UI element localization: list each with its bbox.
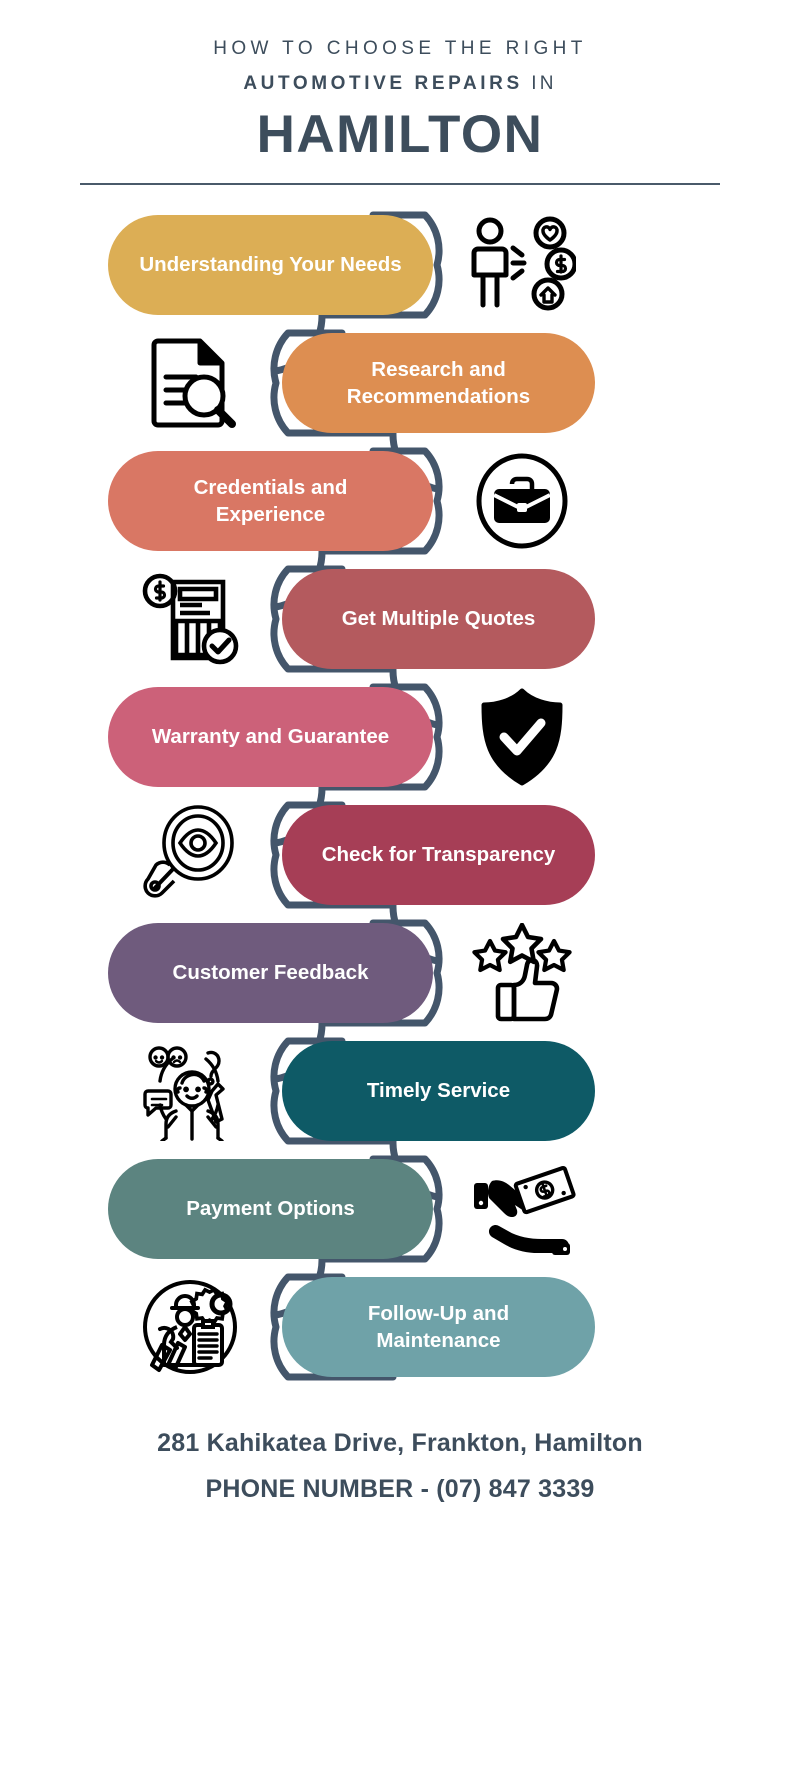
step-row: Follow-Up and Maintenance	[0, 1277, 800, 1377]
hand-money-icon	[462, 1159, 582, 1259]
price-list-check-icon	[132, 569, 252, 669]
header-kicker-line1: HOW TO CHOOSE THE RIGHT	[213, 38, 587, 59]
steps-flow: Understanding Your Needs Research and Re…	[0, 209, 800, 1399]
step-row: Customer Feedback	[0, 923, 800, 1023]
step-label: Follow-Up and Maintenance	[367, 1301, 510, 1352]
step-pill-7[interactable]: Customer Feedback	[108, 923, 433, 1023]
support-agent-icon	[132, 1041, 252, 1141]
step-pill-6[interactable]: Check for Transparency	[282, 805, 595, 905]
mechanic-checklist-icon	[132, 1277, 252, 1377]
step-label: Research and Recommendations	[346, 357, 531, 408]
step-label: Payment Options	[186, 1197, 355, 1221]
header-divider	[80, 183, 720, 185]
step-row: Get Multiple Quotes	[0, 569, 800, 669]
header: HOW TO CHOOSE THE RIGHT AUTOMOTIVE REPAI…	[0, 0, 800, 185]
header-kicker-bold: AUTOMOTIVE REPAIRS	[243, 73, 523, 94]
step-label: Get Multiple Quotes	[341, 607, 536, 631]
step-pill-3[interactable]: Credentials and Experience	[108, 451, 433, 551]
step-pill-2[interactable]: Research and Recommendations	[282, 333, 595, 433]
footer-address: 281 Kahikatea Drive, Frankton, Hamilton	[157, 1429, 643, 1457]
step-pill-5[interactable]: Warranty and Guarantee	[108, 687, 433, 787]
step-label: Understanding Your Needs	[139, 253, 402, 277]
step-row: Timely Service	[0, 1041, 800, 1141]
footer: 281 Kahikatea Drive, Frankton, Hamilton …	[0, 1429, 800, 1504]
step-row: Understanding Your Needs	[0, 215, 800, 315]
step-row: Warranty and Guarantee	[0, 687, 800, 787]
step-label: Warranty and Guarantee	[151, 725, 390, 749]
page-title: HAMILTON	[256, 105, 544, 164]
step-pill-10[interactable]: Follow-Up and Maintenance	[282, 1277, 595, 1377]
header-kicker-rest: IN	[522, 73, 557, 94]
footer-phone: PHONE NUMBER - (07) 847 3339	[205, 1475, 595, 1503]
briefcase-circle-icon	[462, 451, 582, 551]
step-pill-8[interactable]: Timely Service	[282, 1041, 595, 1141]
step-label: Credentials and Experience	[193, 475, 348, 526]
step-label: Check for Transparency	[321, 843, 556, 867]
header-kicker-line2: AUTOMOTIVE REPAIRS IN	[0, 73, 800, 95]
step-pill-9[interactable]: Payment Options	[108, 1159, 433, 1259]
step-row: Check for Transparency	[0, 805, 800, 905]
step-row: Research and Recommendations	[0, 333, 800, 433]
shield-check-icon	[462, 687, 582, 787]
step-row: Credentials and Experience	[0, 451, 800, 551]
document-search-icon	[132, 333, 252, 433]
eye-magnifier-icon	[132, 805, 252, 905]
step-label: Timely Service	[366, 1079, 511, 1103]
thumbs-up-stars-icon	[462, 923, 582, 1023]
step-pill-1[interactable]: Understanding Your Needs	[108, 215, 433, 315]
person-needs-icon	[462, 215, 582, 315]
step-row: Payment Options	[0, 1159, 800, 1259]
step-label: Customer Feedback	[172, 961, 369, 985]
step-pill-4[interactable]: Get Multiple Quotes	[282, 569, 595, 669]
